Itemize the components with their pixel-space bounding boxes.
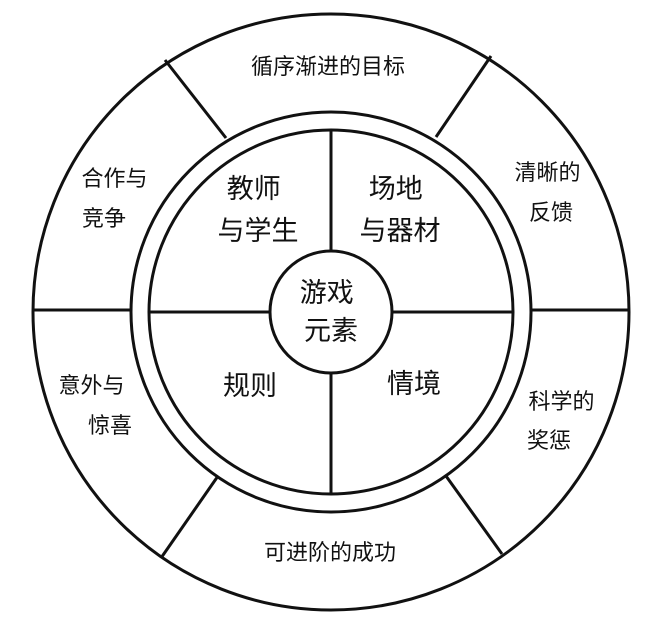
inner-label-rules: 规则 [223, 371, 277, 402]
outer-label-scientific-rewards-line-2: 奖惩 [527, 429, 571, 454]
outer-divider-lower-left [159, 475, 220, 559]
outer-ring [31, 12, 631, 612]
inner-label-teacher-student: 教师 与学生 [218, 174, 299, 247]
outer-label-progressive-success-line-1: 可进阶的成功 [264, 541, 396, 566]
outer-label-clear-feedback-line-1: 清晰的 [514, 161, 580, 186]
center-label-line-2: 元素 [304, 316, 358, 347]
center-label: 游戏 元素 [300, 278, 363, 347]
inner-label-venue-equipment-line-1: 场地 [369, 174, 423, 205]
inner-label-teacher-student-line-1: 教师 [227, 174, 281, 205]
inner-label-venue-equipment: 场地 与器材 [360, 174, 441, 247]
outer-label-scientific-rewards: 科学的 奖惩 [527, 390, 602, 454]
outer-label-surprise-line-1: 意外与 [58, 374, 124, 399]
center-label-line-1: 游戏 [300, 278, 354, 309]
inner-label-rules-line-1: 规则 [223, 371, 277, 402]
center-circle [268, 249, 394, 375]
outer-label-cooperation-competition: 合作与 竞争 [81, 167, 154, 232]
outer-divider-lower-right [444, 475, 504, 555]
middle-ring-outer [129, 110, 533, 514]
outer-label-cooperation-competition-line-2: 竞争 [82, 207, 126, 232]
outer-divider-upper-right [434, 55, 493, 138]
outer-divider-upper-left [163, 59, 228, 139]
outer-label-surprise: 意外与 惊喜 [58, 374, 132, 439]
inner-label-situation: 情境 [387, 369, 441, 400]
outer-label-progressive-success: 可进阶的成功 [264, 541, 396, 566]
outer-label-progressive-goals-line-1: 循序渐进的目标 [251, 55, 405, 80]
outer-label-cooperation-competition-line-1: 合作与 [81, 167, 147, 192]
outer-label-clear-feedback: 清晰的 反馈 [514, 161, 587, 226]
outer-label-scientific-rewards-line-1: 科学的 [528, 390, 594, 415]
inner-label-teacher-student-line-2: 与学生 [218, 216, 299, 247]
inner-label-situation-line-1: 情境 [387, 369, 441, 400]
outer-label-clear-feedback-line-2: 反馈 [529, 201, 573, 226]
outer-label-progressive-goals: 循序渐进的目标 [251, 55, 405, 80]
outer-label-surprise-line-2: 惊喜 [88, 414, 132, 439]
inner-label-venue-equipment-line-2: 与器材 [360, 216, 441, 247]
